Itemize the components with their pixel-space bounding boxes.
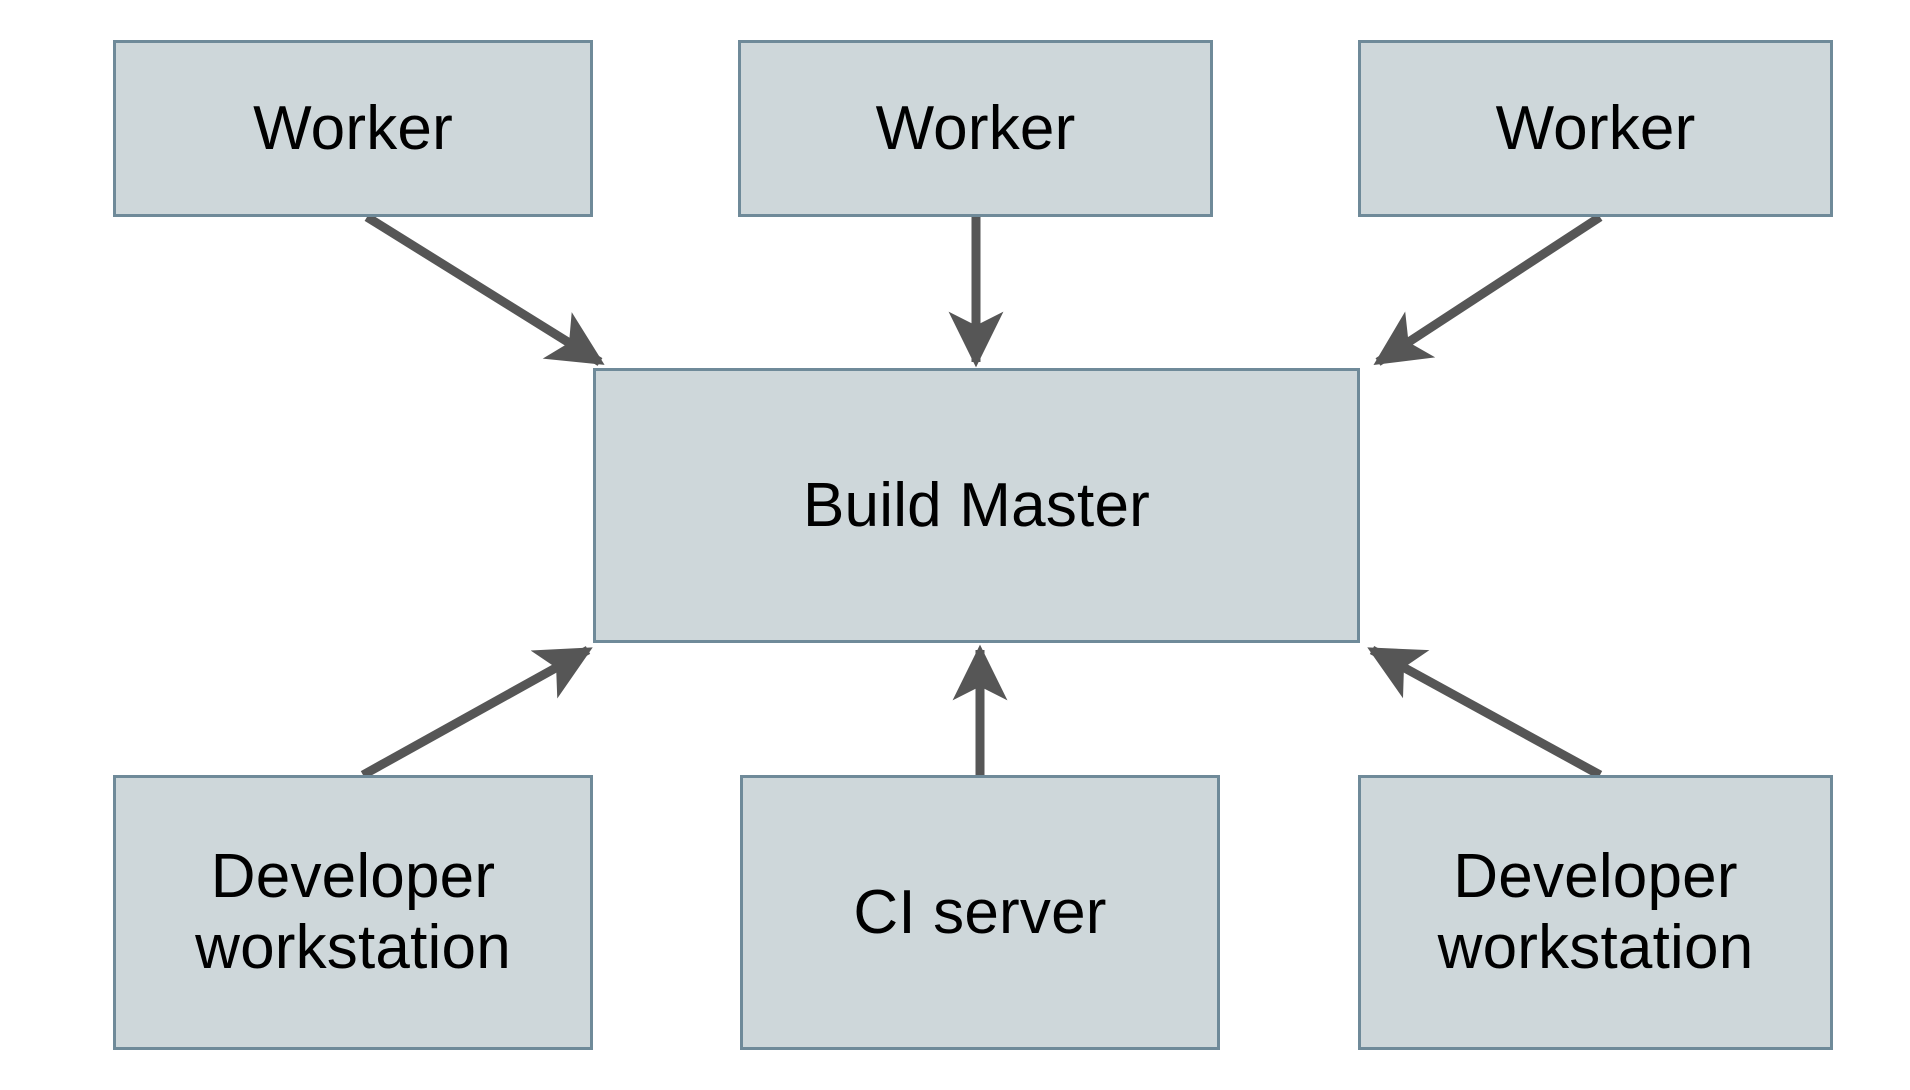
node-worker-3[interactable]: Worker: [1358, 40, 1833, 217]
node-label: Build Master: [803, 470, 1150, 540]
node-label: Worker: [875, 93, 1076, 163]
node-label: Worker: [1495, 93, 1696, 163]
node-ci-server[interactable]: CI server: [740, 775, 1220, 1050]
edge-worker3-to-master: [1373, 213, 1603, 366]
node-label: Developer workstation: [195, 841, 511, 982]
edge-devleft-to-master: [360, 646, 593, 779]
node-developer-workstation-right[interactable]: Developer workstation: [1358, 775, 1833, 1050]
node-worker-1[interactable]: Worker: [113, 40, 593, 217]
edge-devright-to-master: [1367, 646, 1603, 779]
edge-worker1-to-master: [364, 213, 605, 366]
node-worker-2[interactable]: Worker: [738, 40, 1213, 217]
node-label: Developer workstation: [1437, 841, 1754, 982]
node-label: CI server: [853, 877, 1107, 947]
node-build-master[interactable]: Build Master: [593, 368, 1360, 643]
node-developer-workstation-left[interactable]: Developer workstation: [113, 775, 593, 1050]
node-label: Worker: [253, 93, 453, 163]
